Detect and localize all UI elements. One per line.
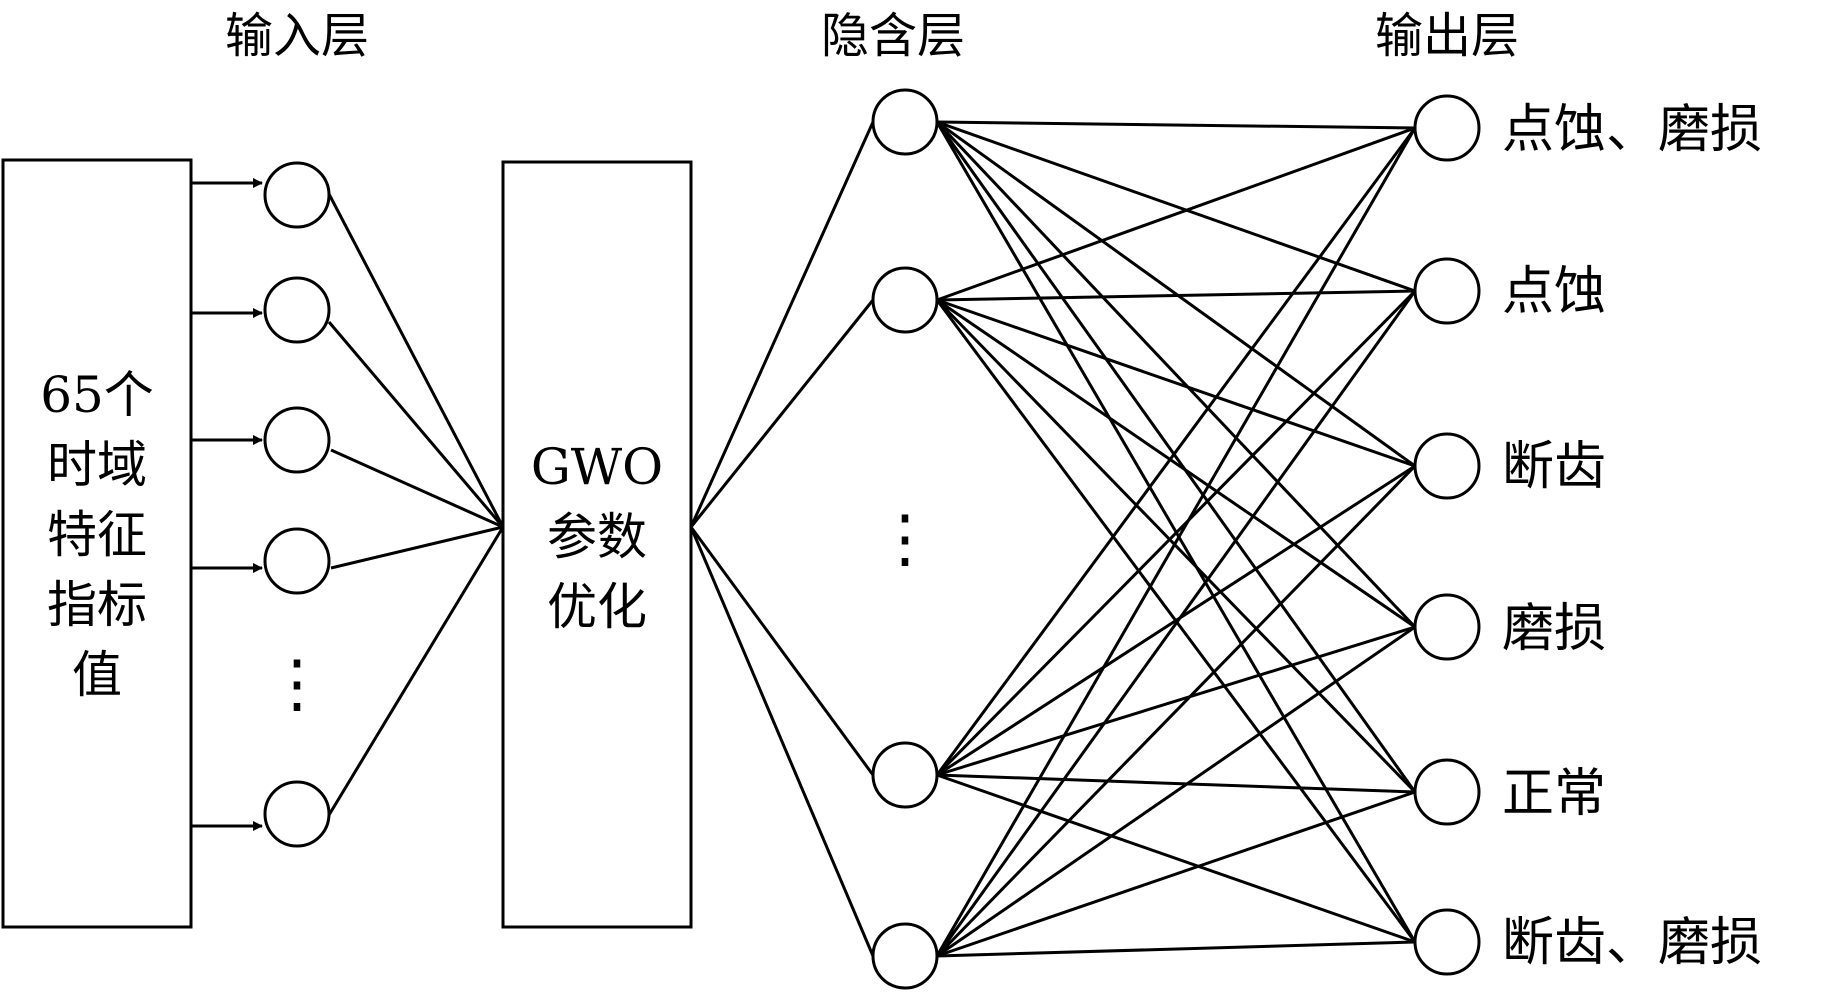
connection: [689, 121, 875, 528]
connection: [935, 289, 1417, 777]
hidden-layer-nodes: [871, 88, 939, 990]
output-label-4: 磨损: [1502, 599, 1606, 659]
connection: [936, 120, 1416, 130]
connection: [935, 298, 1417, 794]
output-label-6: 断齿、磨损: [1502, 913, 1762, 973]
connection: [936, 289, 1416, 302]
gwo-line-2: 参数: [547, 508, 647, 566]
gwo-optimization-box: [501, 160, 693, 929]
gwo-to-hidden-connections: [689, 121, 875, 957]
output-node-pitting: [1413, 257, 1481, 325]
input-arrows: [191, 178, 263, 831]
input-node: [263, 527, 331, 595]
input-layer-title: 输入层: [225, 8, 369, 64]
output-node-broken-tooth-wear: [1413, 908, 1481, 976]
connection: [936, 625, 1416, 958]
output-label-1: 点蚀、磨损: [1502, 100, 1762, 160]
input-node: [263, 406, 331, 474]
connection: [689, 526, 875, 776]
input-node: [263, 161, 331, 229]
hidden-node: [871, 88, 939, 156]
input-layer-nodes: [263, 161, 331, 848]
hidden-node: [871, 922, 939, 990]
output-node-pitting-wear: [1413, 94, 1481, 162]
connection: [936, 940, 1416, 958]
output-label-3: 断齿: [1502, 437, 1606, 497]
connection: [935, 290, 1417, 957]
output-labels: 点蚀、磨损 点蚀 断齿 磨损 正常 断齿、磨损: [1502, 100, 1762, 973]
hidden-node: [871, 266, 939, 334]
output-layer-title: 输出层: [1375, 8, 1519, 64]
hidden-to-output-connections: [935, 120, 1417, 958]
feature-line-4: 指标: [47, 576, 147, 634]
output-node-wear: [1413, 593, 1481, 661]
connection: [689, 299, 875, 528]
gwo-line-1: GWO: [531, 438, 663, 496]
feature-line-1: 65个: [40, 366, 154, 424]
output-label-2: 点蚀: [1502, 262, 1606, 322]
output-node-broken-tooth: [1413, 432, 1481, 500]
input-node: [263, 780, 331, 848]
feature-values-box: [1, 158, 193, 929]
connection: [935, 127, 1417, 957]
connection: [327, 193, 505, 528]
gwo-line-3: 优化: [547, 578, 647, 636]
input-node: [263, 276, 331, 344]
connection: [935, 121, 1417, 793]
input-ellipsis: ⋮: [265, 647, 329, 721]
feature-line-2: 时域: [47, 436, 147, 494]
connection: [935, 127, 1417, 776]
connection: [330, 525, 504, 570]
connection: [936, 625, 1416, 777]
connection: [936, 790, 1416, 958]
connection: [330, 448, 504, 529]
connection: [935, 120, 1417, 629]
gwo-box-label: GWO 参数 优化: [531, 438, 663, 636]
hidden-layer-title: 隐含层: [821, 8, 965, 64]
output-label-5: 正常: [1502, 764, 1606, 824]
connection: [689, 526, 875, 957]
connection: [936, 120, 1416, 293]
connection: [327, 526, 505, 816]
connection: [935, 464, 1417, 958]
feature-box-label: 65个 时域 特征 指标 值: [40, 366, 154, 704]
connection: [936, 773, 1416, 944]
connection: [327, 321, 505, 528]
hidden-node: [871, 741, 939, 809]
input-to-gwo-connections: [327, 193, 505, 816]
feature-line-5: 值: [72, 646, 122, 704]
output-node-normal: [1413, 758, 1481, 826]
connection: [936, 773, 1416, 794]
output-layer-nodes: [1413, 94, 1481, 976]
feature-line-3: 特征: [47, 506, 147, 564]
hidden-ellipsis: ⋮: [873, 502, 937, 576]
connection: [936, 298, 1416, 468]
connection: [936, 464, 1416, 777]
connection: [936, 126, 1416, 302]
connection: [936, 298, 1416, 629]
